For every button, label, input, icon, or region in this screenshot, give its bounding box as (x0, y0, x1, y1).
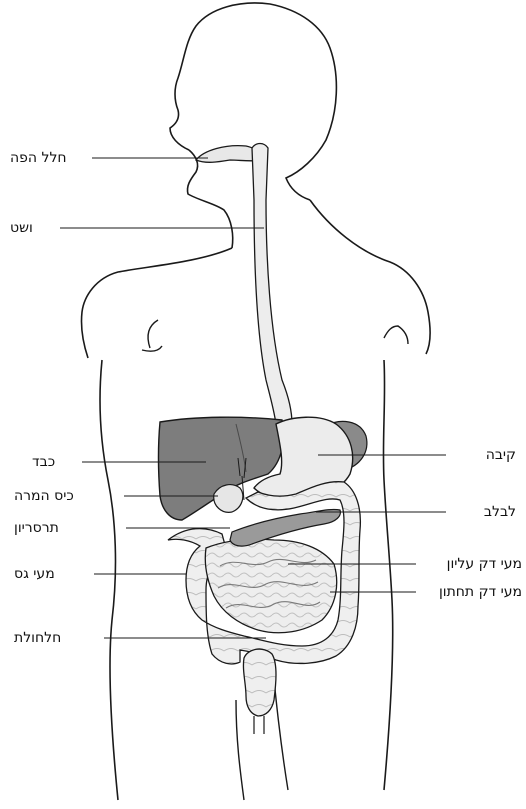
esophagus (252, 144, 292, 425)
label-oral-cavity: חלל הפה (10, 150, 90, 166)
label-gallbladder: כיס המרה (14, 488, 120, 504)
gallbladder (214, 485, 243, 513)
body-chin (187, 150, 232, 248)
label-large-intestine: מעי גס (14, 566, 90, 582)
label-esophagus: ושט (10, 220, 56, 236)
label-stomach: קיבה (450, 447, 516, 463)
body-right-side (383, 360, 392, 790)
body-left-side (100, 360, 118, 800)
body-left-arm-line (142, 320, 162, 351)
label-pancreas: לבלב (450, 504, 516, 520)
label-ileum: מעי דק תחתון (418, 584, 522, 600)
label-duodenum: תרסריון (14, 520, 122, 536)
label-rectum: חלחולת (14, 630, 100, 646)
label-jejunum: מעי דק עליון (418, 556, 522, 572)
small-intestine (205, 539, 336, 632)
rectum (243, 649, 276, 716)
body-right-shoulder (310, 200, 430, 354)
body-left-shoulder (81, 248, 232, 358)
anal-canal (254, 716, 264, 734)
label-liver: כבד (32, 454, 78, 470)
body-right-arm-line (384, 326, 408, 344)
